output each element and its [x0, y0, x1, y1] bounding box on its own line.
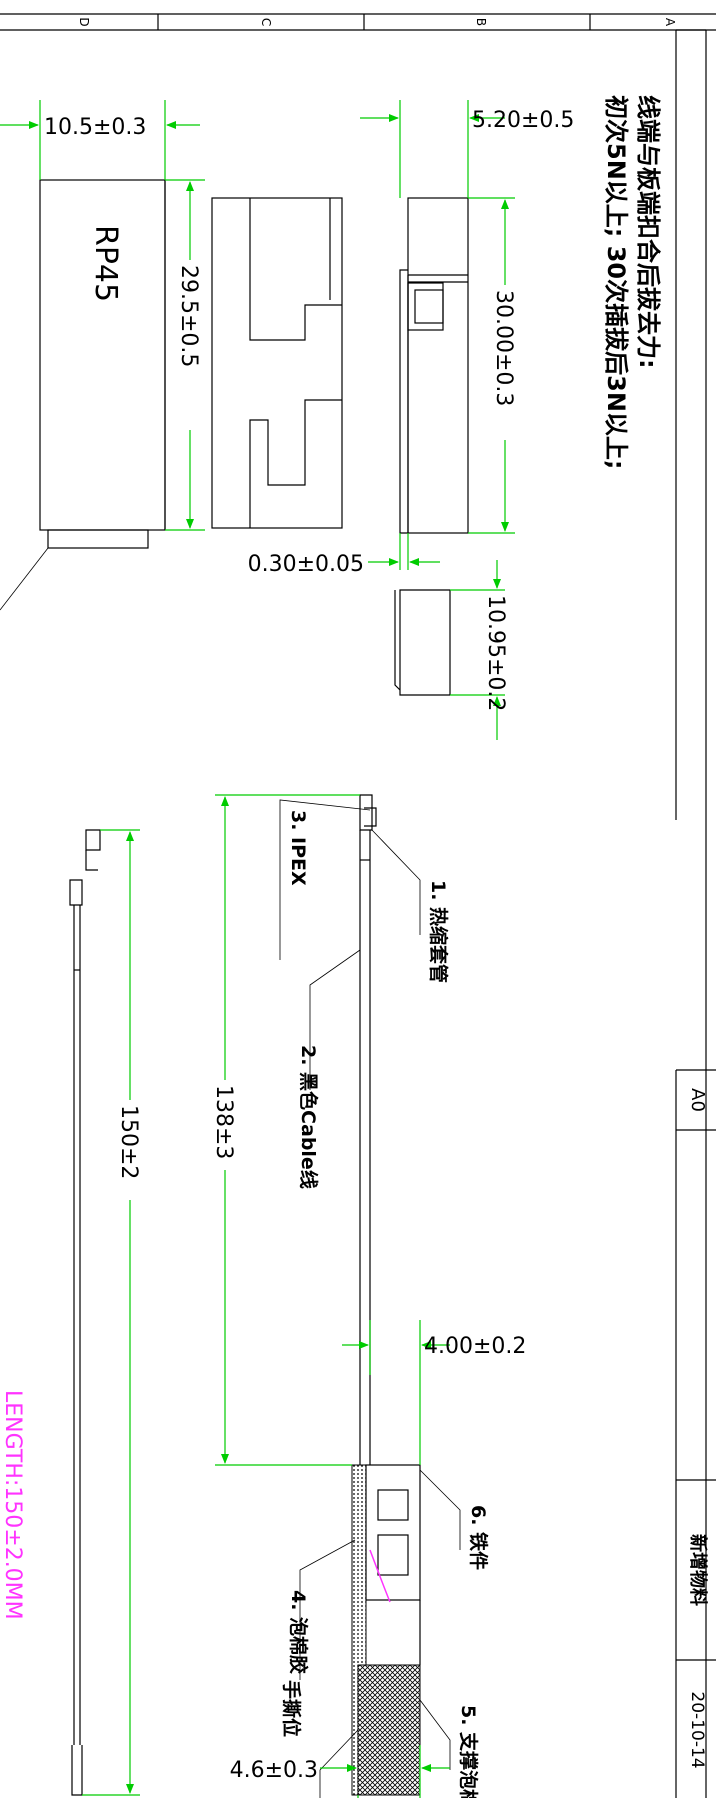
dim-side-sheet [368, 533, 440, 570]
callout-3: 3. IPEX [287, 810, 309, 886]
dim-side-sheet-text: 0.30±0.05 [248, 552, 364, 577]
dim-bracket [450, 560, 505, 740]
top-view-label: RP45 [88, 225, 123, 302]
dim-side-length [468, 197, 515, 534]
dim-tab-text: 4.6±0.3 [230, 1758, 318, 1783]
callout-5: 5. 支撑泡棉 [457, 1705, 480, 1798]
length-note: LENGTH:150±2.0MM [0, 1390, 25, 1620]
dim-cable-length [215, 794, 360, 1466]
mid-view-outline [211, 197, 343, 529]
callout-2: 2. 黑色Cable线 [297, 1045, 320, 1189]
dim-top-width-text: 10.5±0.3 [44, 115, 146, 140]
drawing-border [0, 13, 716, 1798]
dim-cable-length-text: 138±3 [211, 1085, 236, 1159]
dim-top-width [0, 100, 200, 180]
callout-1: 1. 热缩套管 [427, 880, 450, 983]
cable-assembly [351, 794, 421, 1796]
note-line-1: 线端与板端扣合后拔去力: [634, 95, 662, 369]
callout-leaders [279, 799, 461, 1798]
dim-cable-total-text: 150±2 [116, 1105, 141, 1179]
zone-label-b: B [474, 18, 488, 26]
title-block [675, 30, 716, 1798]
title-desc: 新增物料 [687, 1534, 709, 1606]
bracket-outline [394, 589, 451, 696]
callout-4: 4. 泡棉胶 [287, 1590, 310, 1674]
cable-side-view [69, 829, 101, 1796]
top-view-outline [0, 179, 166, 611]
dim-cable-offset [342, 1320, 450, 1465]
zone-label-c: C [259, 18, 273, 26]
note-line-2: 初次5N以上; 30次插拔后3N以上; [602, 95, 630, 470]
zone-label-a: A [663, 18, 677, 27]
dim-tab [320, 1745, 450, 1798]
callout-6: 6. 铁件 [467, 1505, 490, 1570]
dim-side-thickness-text: 5.20±0.5 [472, 108, 574, 133]
dim-cable-offset-text: 4.00±0.2 [424, 1334, 526, 1359]
title-rev: A0 [687, 1088, 708, 1112]
dim-side-thickness [360, 100, 505, 198]
dim-side-length-text: 30.00±0.3 [491, 290, 516, 406]
zone-label-d: D [77, 17, 91, 26]
dim-top-length [165, 179, 205, 531]
side-view-outline [399, 197, 469, 534]
dim-cable-total [82, 829, 140, 1796]
dim-top-length-text: 29.5±0.5 [176, 265, 201, 367]
title-date: 20-10-14 [687, 1691, 707, 1768]
callout-7: 手撕位 [280, 1680, 303, 1737]
dim-bracket-text: 10.95±0.2 [483, 595, 508, 711]
